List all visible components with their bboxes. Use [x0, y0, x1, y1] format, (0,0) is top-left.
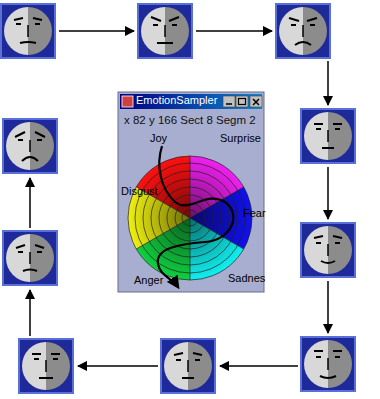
face-icon — [300, 108, 356, 164]
face-icon — [2, 230, 58, 286]
face-icon — [275, 3, 331, 59]
emotion-label: Disgust — [121, 185, 158, 198]
face-icon — [300, 222, 356, 278]
face-icon — [160, 338, 216, 394]
window-title: EmotionSampler — [136, 94, 217, 107]
emotion-label: Sadnes — [228, 272, 265, 285]
face-icon — [0, 3, 56, 59]
emotion-label: Surprise — [220, 132, 261, 145]
face-icon — [137, 3, 193, 59]
emotion-label: Fear — [243, 207, 266, 220]
emotion-label: Anger — [134, 274, 163, 287]
face-icon — [18, 338, 74, 394]
emotion-label: Joy — [150, 132, 167, 145]
face-icon — [300, 336, 356, 392]
face-icon — [2, 118, 58, 174]
status-readout: x 82 y 166 Sect 8 Segm 2 — [124, 114, 256, 127]
